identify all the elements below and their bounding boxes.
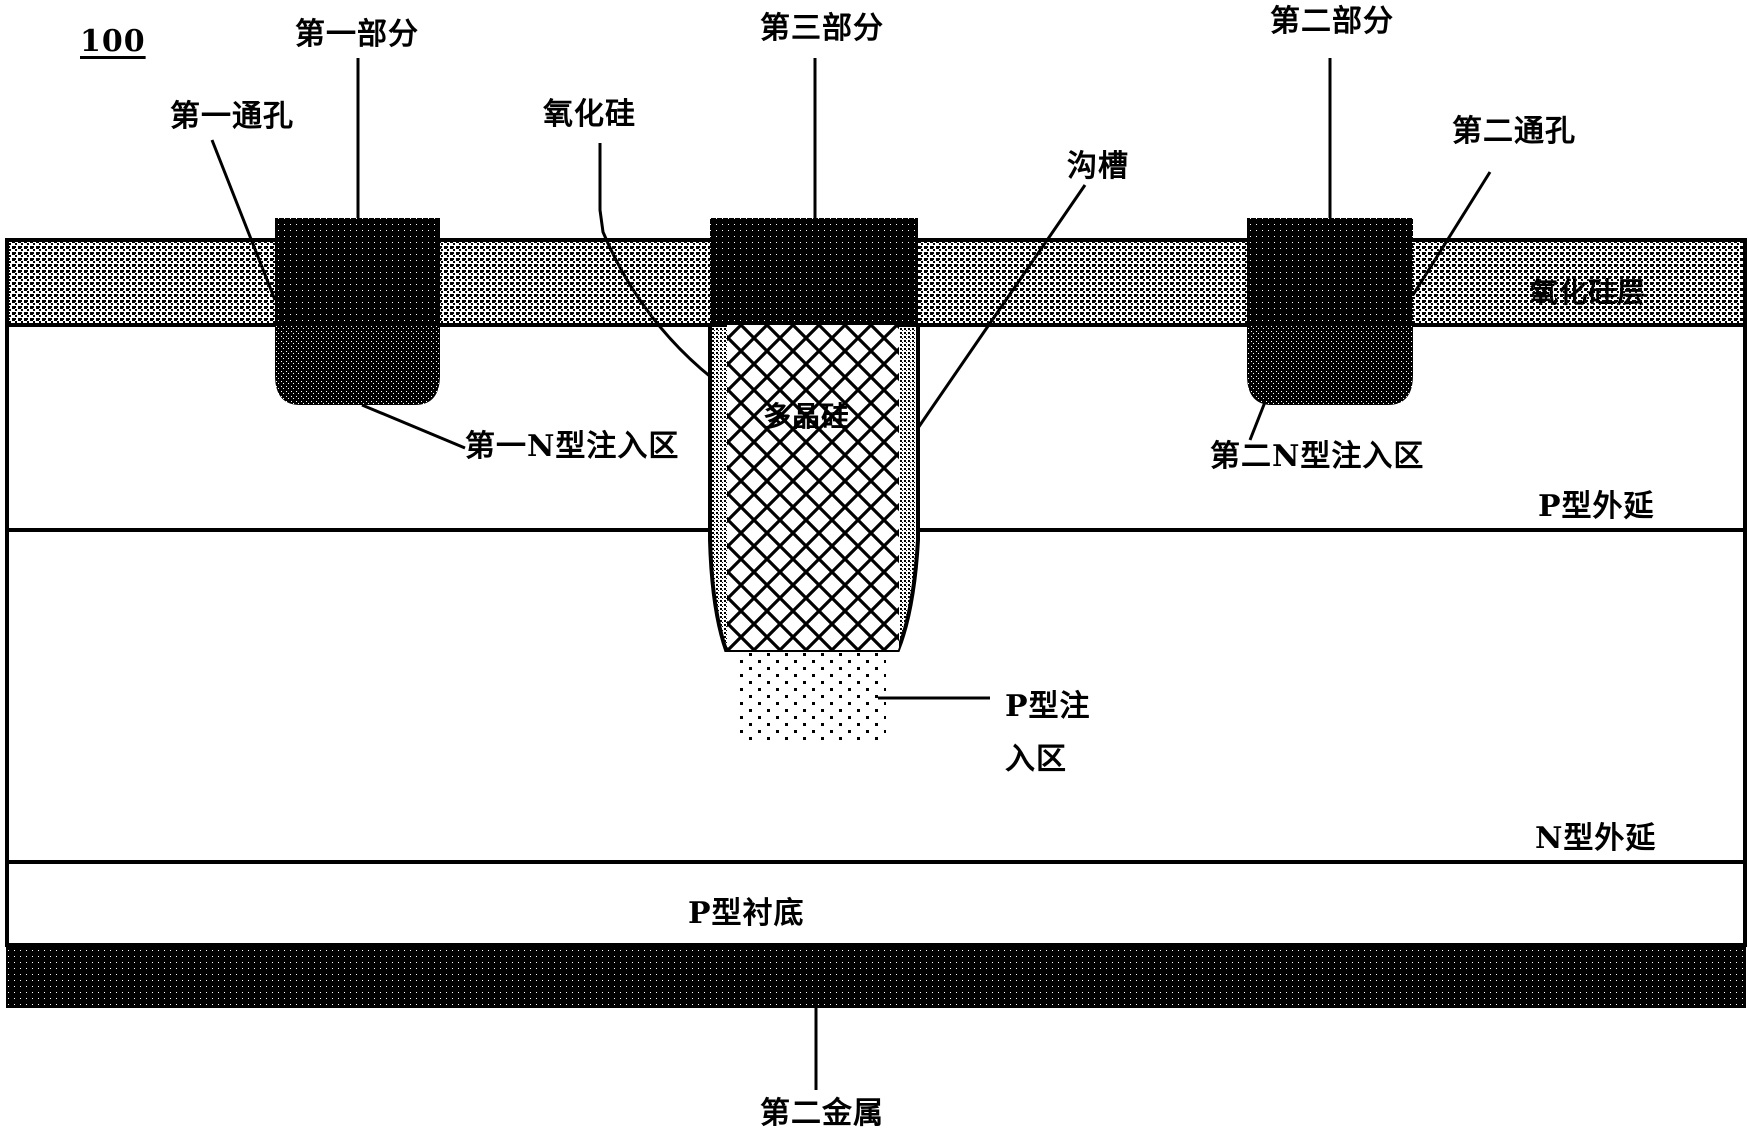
label-trench: 沟槽 (1067, 149, 1129, 184)
label-p-implant-1: P型注 (1005, 689, 1091, 724)
label-oxide-liner: 氧化硅 (543, 97, 636, 132)
p-substrate-region (5, 860, 1747, 947)
label-first-part: 第一部分 (295, 17, 419, 52)
label-polysilicon: 多晶硅 (763, 400, 851, 433)
first-part-metal (275, 218, 440, 325)
label-first-via: 第一通孔 (170, 99, 294, 134)
label-second-part: 第二部分 (1270, 4, 1394, 39)
label-second-metal: 第二金属 (760, 1096, 884, 1131)
label-second-n-implant: 第二N型注入区 (1210, 439, 1425, 474)
leader-n-implant2 (1248, 401, 1267, 441)
label-third-part: 第三部分 (760, 11, 884, 46)
label-oxide-layer: 氧化硅层 (1530, 276, 1647, 309)
leader-trench (916, 184, 1087, 429)
leader-oxide-liner (598, 143, 713, 380)
label-p-substrate: P型衬底 (688, 896, 805, 931)
third-part-metal (710, 218, 918, 325)
polysilicon-fill (727, 325, 899, 650)
leader-via1 (210, 139, 277, 301)
leader-via2 (1411, 171, 1492, 296)
second-metal-layer (6, 945, 1746, 1008)
label-first-n-implant: 第一N型注入区 (465, 429, 680, 464)
first-n-implant-region (275, 325, 440, 405)
leader-n-implant1 (361, 403, 466, 450)
label-n-epi: N型外延 (1535, 821, 1657, 856)
label-p-epi: P型外延 (1538, 489, 1655, 524)
label-second-via: 第二通孔 (1452, 114, 1576, 149)
second-part-metal (1247, 218, 1413, 325)
figure-number: 100 (80, 24, 146, 59)
label-p-implant-2: 入区 (1005, 742, 1067, 777)
second-n-implant-region (1247, 325, 1413, 405)
